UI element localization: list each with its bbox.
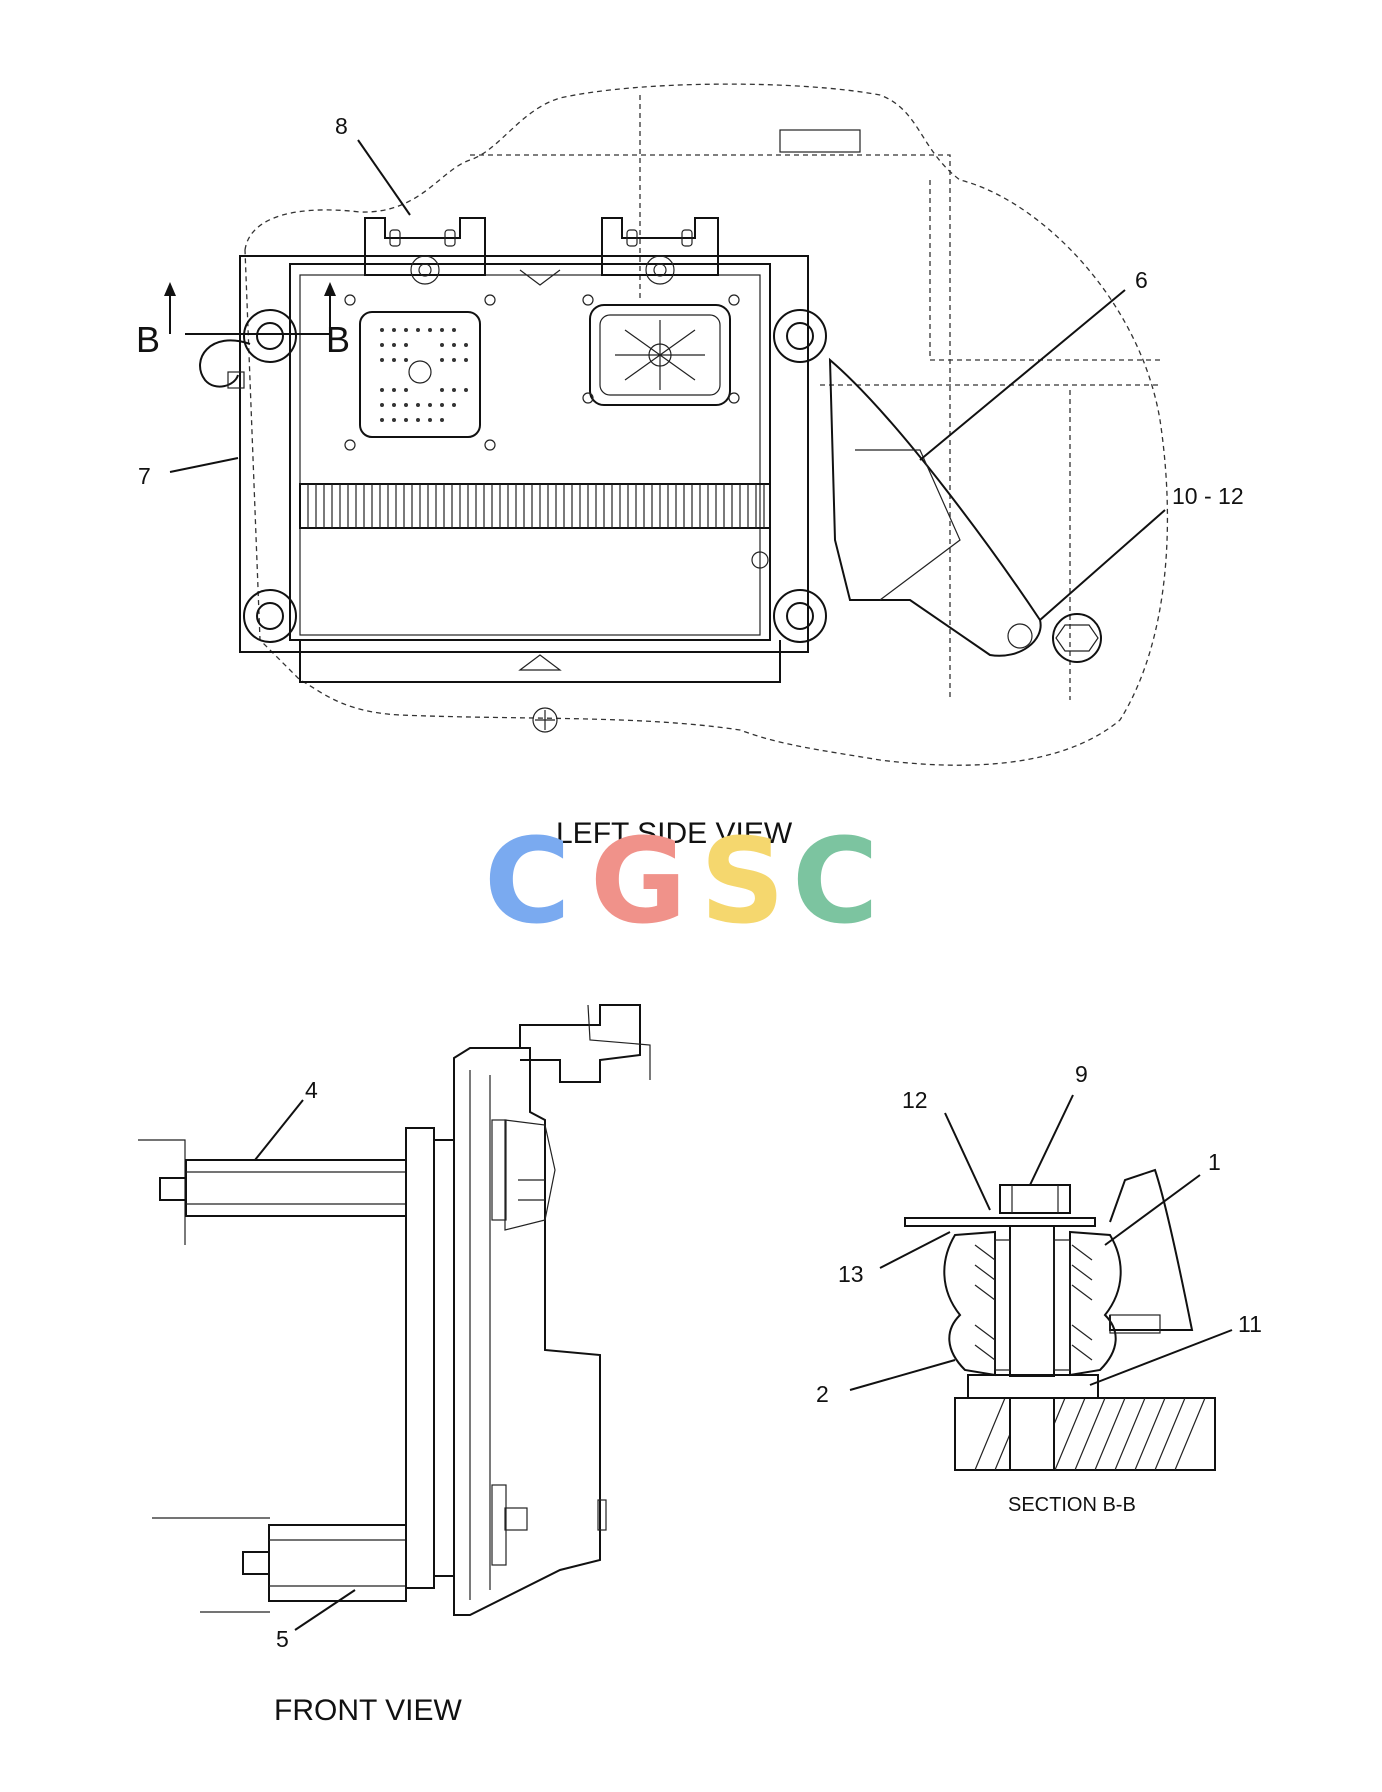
callout-10-12: 10 - 12 [1172,483,1244,509]
callout-12: 12 [902,1087,928,1113]
watermark-logo: C G S C [484,812,879,950]
callout-7: 7 [138,463,151,489]
watermark-letter-s: S [700,812,785,950]
callout-11: 11 [1238,1311,1262,1337]
callout-2: 2 [816,1381,829,1407]
watermark-letter-c1: C [484,812,571,950]
callout-1: 1 [1208,1149,1221,1175]
view-title-front: FRONT VIEW [274,1694,462,1727]
section-b-b: 9 12 1 13 11 2 SECTION B-B [816,1061,1262,1516]
left-side-view: B B 8 6 7 10 - 12 LEFT SIDE VIEW [136,83,1244,850]
connector-pins [380,328,468,422]
watermark-letter-c2: C [792,812,879,950]
section-mark-left: B [136,319,160,360]
callout-6: 6 [1135,267,1148,293]
watermark-letter-g: G [590,812,687,950]
callout-13: 13 [838,1261,864,1287]
callout-5: 5 [276,1626,289,1652]
view-title-left-side: LEFT SIDE VIEW [556,817,793,850]
callout-4: 4 [305,1077,318,1103]
callout-9: 9 [1075,1061,1088,1087]
view-title-section-b-b: SECTION B-B [1008,1494,1136,1516]
section-mark-right: B [326,319,350,360]
callout-8: 8 [335,113,348,139]
front-view: 4 5 FRONT VIEW [138,1004,651,1727]
